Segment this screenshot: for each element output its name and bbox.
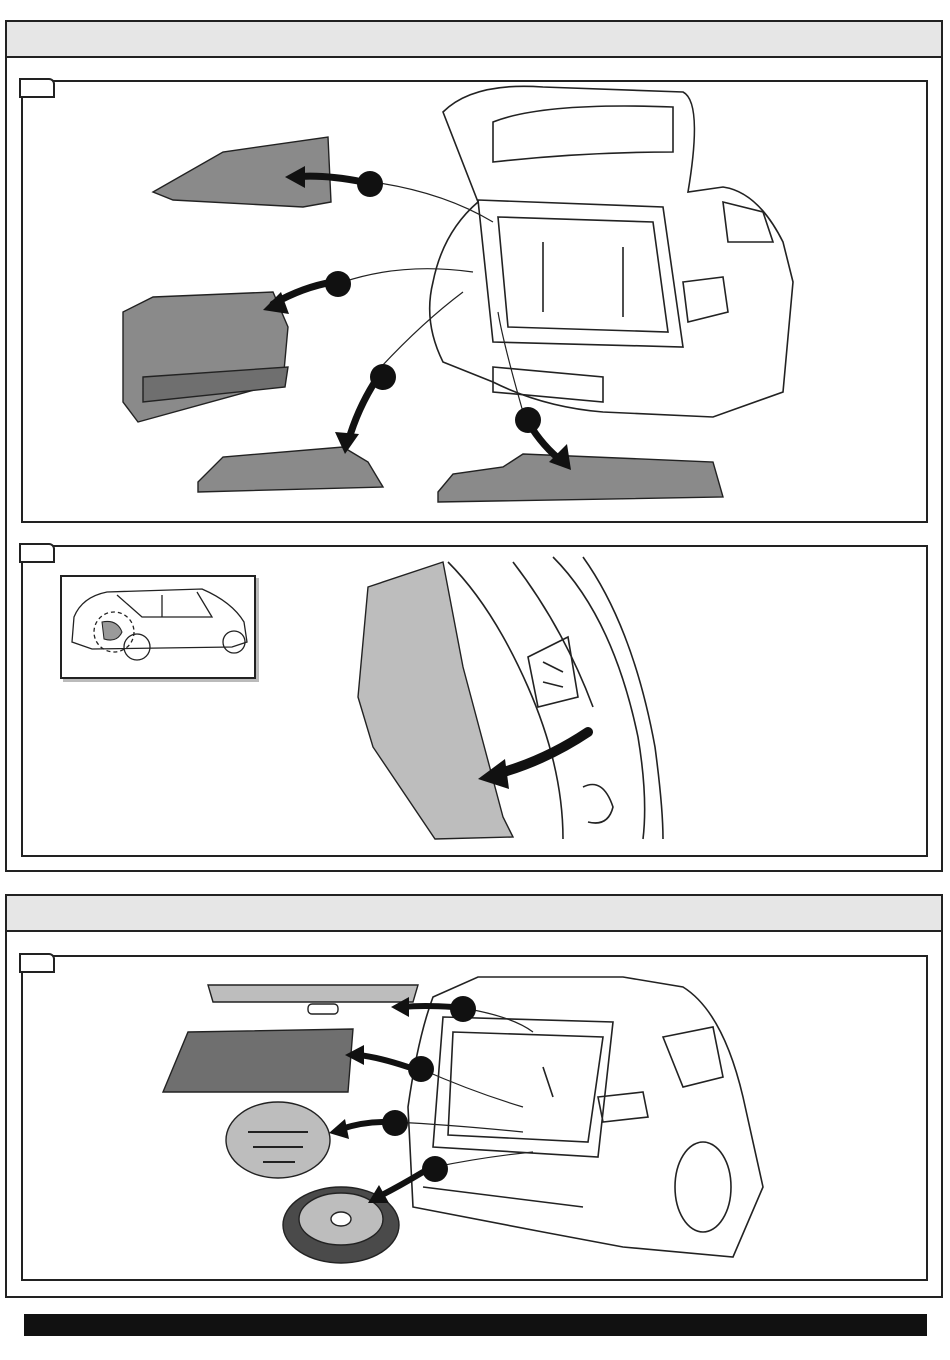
boot-sill-trim — [438, 454, 723, 502]
parcel-shelf — [208, 985, 418, 1014]
section-header — [7, 22, 941, 58]
footer-bar — [24, 1314, 927, 1336]
car-side-thumbnail — [62, 577, 254, 677]
arrow-heads — [329, 997, 409, 1203]
tool-tray — [226, 1102, 330, 1178]
section-header — [7, 896, 941, 932]
side-quarter-trim — [123, 292, 288, 422]
boot-items-illustration — [23, 957, 930, 1283]
lower-sill-trim — [198, 447, 383, 492]
step-markers — [382, 996, 476, 1182]
panel-trim-removal — [21, 80, 928, 523]
removed-trim-panel — [358, 562, 513, 839]
panel-boot-items — [21, 955, 928, 1281]
car-location-inset — [60, 575, 256, 679]
boot-floor-cover — [163, 1029, 353, 1092]
trim-removal-illustration — [23, 82, 930, 525]
removal-arrow — [493, 732, 588, 775]
car-rear-drawing — [430, 86, 793, 417]
